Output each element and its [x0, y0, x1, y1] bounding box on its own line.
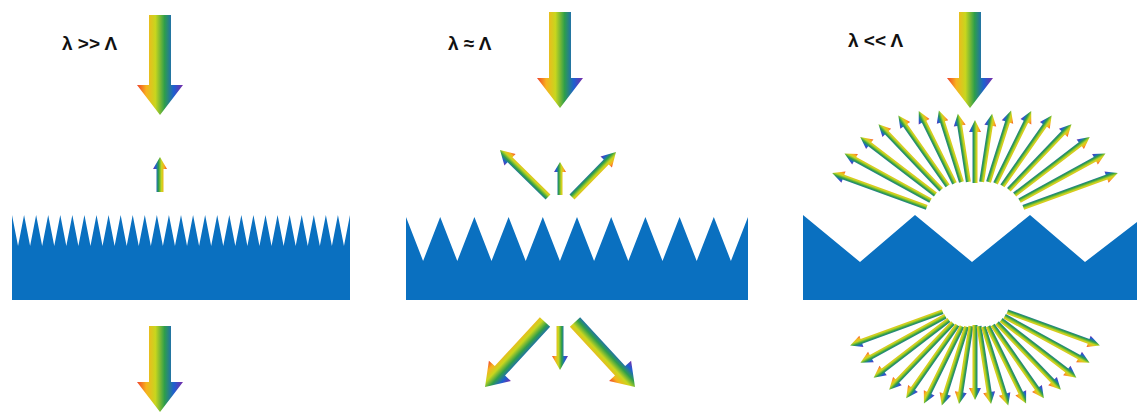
light-arrow	[137, 326, 183, 412]
medium-grating	[406, 217, 748, 300]
light-arrow	[537, 12, 583, 108]
light-arrow	[153, 157, 167, 192]
wavelength-condition: λ >> Λ	[62, 33, 117, 55]
light-arrow	[552, 326, 568, 370]
fine-grating	[12, 215, 350, 300]
coarse-grating	[803, 215, 1137, 300]
light-arrow	[564, 312, 646, 397]
light-arrow	[494, 144, 553, 202]
light-arrow	[554, 162, 566, 195]
light-arrow	[969, 120, 981, 183]
light-arrow	[474, 312, 556, 397]
wavelength-condition: λ << Λ	[848, 30, 903, 52]
light-arrow	[952, 113, 974, 183]
light-arrow	[1021, 167, 1120, 213]
light-arrow	[976, 113, 998, 183]
wavelength-condition: λ ≈ Λ	[448, 33, 492, 55]
light-arrow	[947, 12, 993, 108]
light-arrow	[1005, 306, 1102, 351]
light-arrow	[566, 146, 621, 202]
light-arrow	[137, 15, 183, 115]
light-arrow	[1017, 148, 1109, 206]
